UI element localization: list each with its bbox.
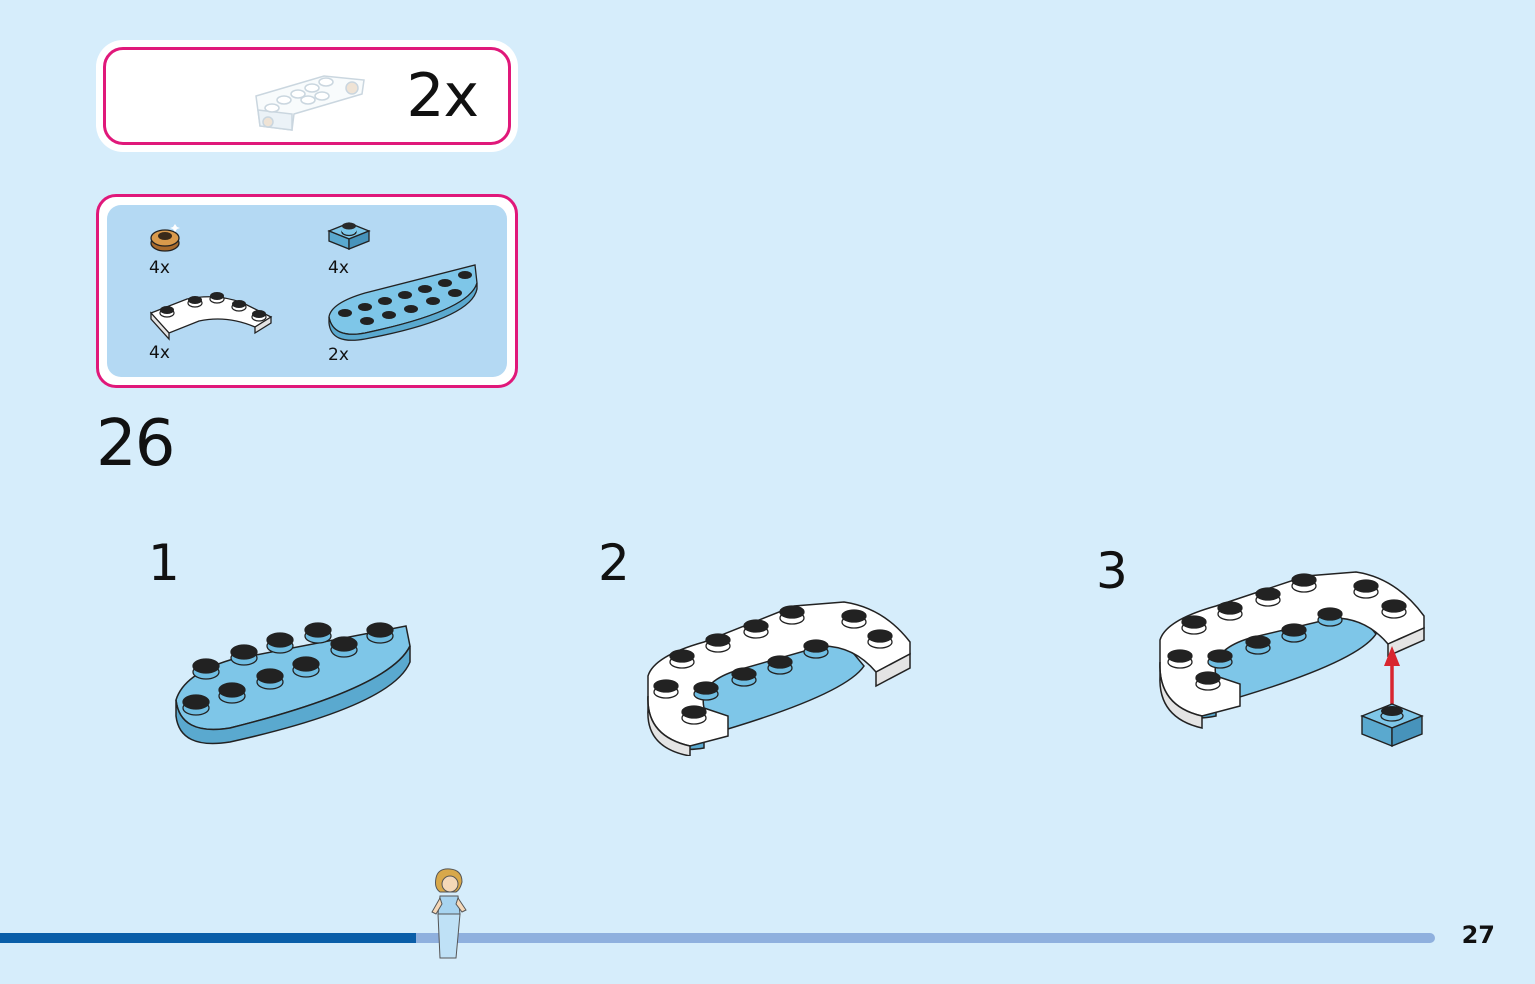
subassembly-callout: 2x	[103, 47, 511, 145]
part-qty: 2x	[328, 345, 349, 365]
white-curved-plate-icon	[149, 292, 273, 341]
part-qty: 4x	[149, 258, 170, 278]
step-1-illustration	[175, 622, 411, 745]
sub-step-number: 1	[148, 534, 180, 592]
step-number: 26	[96, 407, 175, 481]
subassembly-preview-icon	[255, 75, 365, 131]
step-3-illustration	[1159, 571, 1425, 748]
progress-bar-track	[0, 933, 1435, 943]
progress-bar-fill	[0, 933, 417, 943]
page-number: 27	[1461, 921, 1495, 949]
part-qty: 4x	[328, 258, 349, 278]
parts-list: 4x 4x 4x	[96, 194, 518, 388]
blue-half-round-plate-icon	[328, 264, 478, 341]
minifigure-progress-icon	[431, 868, 467, 959]
part-qty: 4x	[149, 343, 170, 363]
subassembly-count: 2x	[406, 61, 479, 131]
blue-1x1-plate-icon	[327, 222, 371, 250]
step-2-illustration	[647, 601, 911, 756]
gold-round-tile-icon	[150, 224, 180, 252]
sub-step-number: 3	[1096, 542, 1128, 600]
sub-step-number: 2	[598, 534, 630, 592]
parts-list-panel: 4x 4x 4x	[107, 205, 507, 377]
